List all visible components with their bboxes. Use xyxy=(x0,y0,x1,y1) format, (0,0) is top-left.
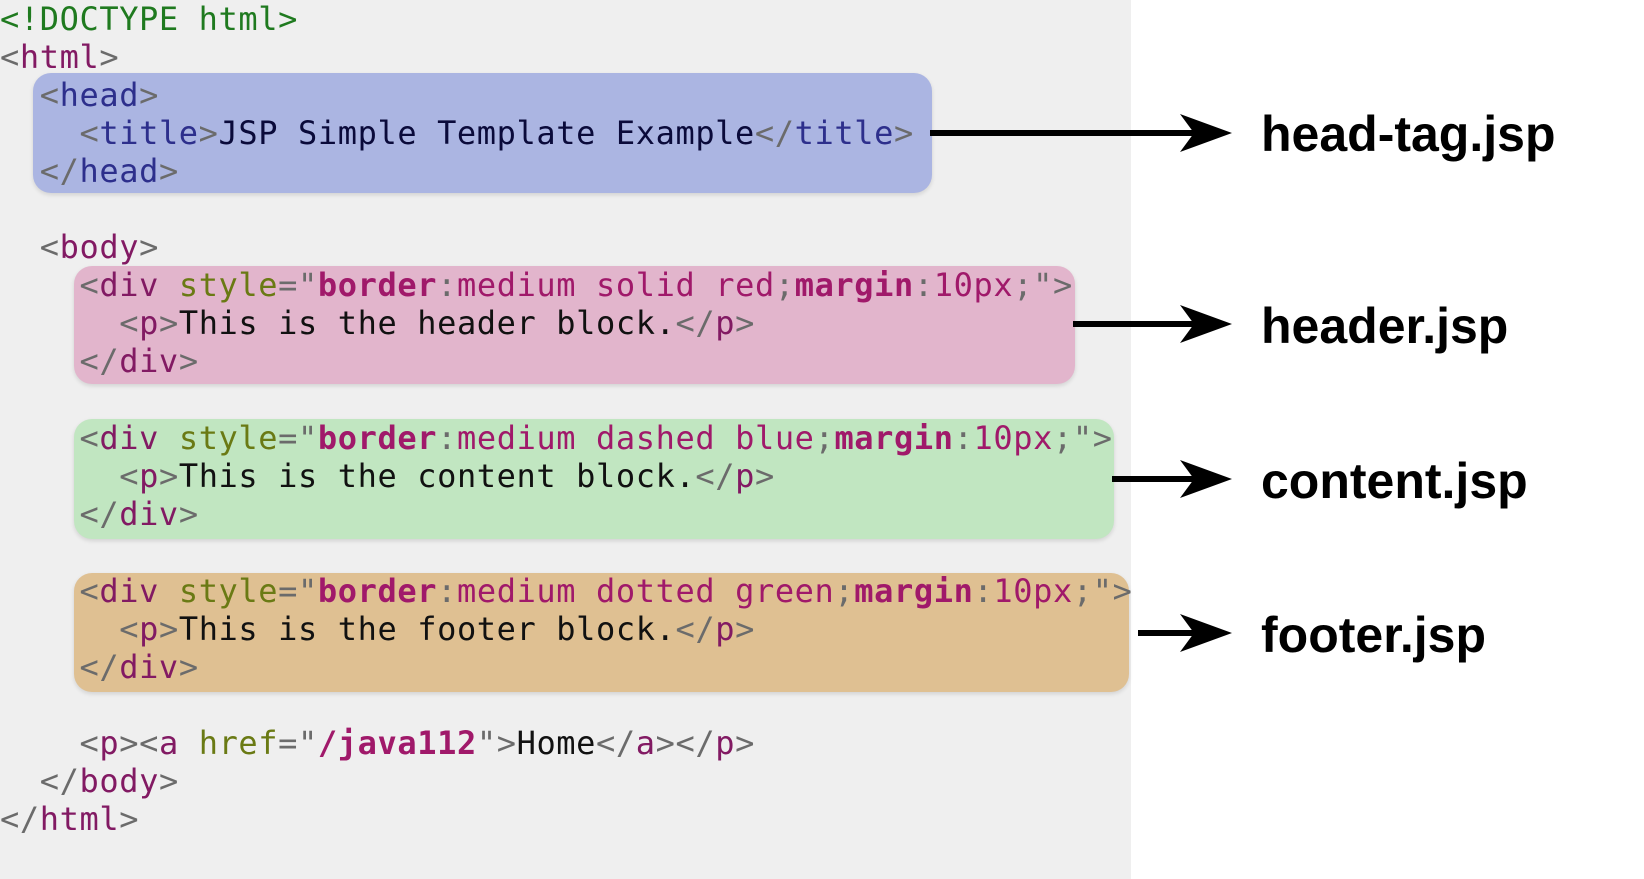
content-border-prop: border xyxy=(317,419,438,457)
header-margin-value: 10px xyxy=(933,266,1014,304)
arrow-content xyxy=(1112,460,1232,498)
content-p-tag-close: p xyxy=(735,457,755,495)
arrow-head-tag xyxy=(930,114,1232,152)
content-text: This is the content block. xyxy=(178,457,696,495)
home-a-tag-close: a xyxy=(635,724,656,762)
footer-text: This is the footer block. xyxy=(178,610,676,648)
footer-div-tag: div xyxy=(99,572,159,610)
content-margin-value: 10px xyxy=(973,419,1053,457)
code-line-header-div-open: <div style="border:medium solid red;marg… xyxy=(79,266,1073,304)
footer-margin-prop: margin xyxy=(854,572,974,610)
content-margin-prop: margin xyxy=(834,419,954,457)
head-tag: head xyxy=(59,76,140,114)
code-line-home-link: <p><a href="/java112">Home</a></p> xyxy=(79,724,756,762)
code-line-header-div-close: </div> xyxy=(79,342,199,380)
html-tag-close: html xyxy=(39,800,120,838)
code-line-head-open: <head> xyxy=(39,76,159,114)
header-style-attr: style xyxy=(178,266,279,304)
content-div-tag: div xyxy=(99,419,159,457)
title-tag-close: title xyxy=(794,114,894,152)
code-line-body-open: <body> xyxy=(39,228,159,266)
home-href-value: /java112 xyxy=(317,724,477,762)
footer-style-attr: style xyxy=(178,572,279,610)
body-tag: body xyxy=(59,228,140,266)
code-line-footer-p: <p>This is the footer block.</p> xyxy=(119,610,755,648)
home-link-text: Home xyxy=(516,724,597,762)
header-p-tag: p xyxy=(139,304,159,342)
footer-p-tag-close: p xyxy=(715,610,736,648)
code-line-header-p: <p>This is the header block.</p> xyxy=(119,304,755,342)
content-block-highlight xyxy=(74,419,1114,539)
home-href-attr: href xyxy=(198,724,279,762)
code-line-footer-div-close: </div> xyxy=(79,648,199,686)
content-border-value: medium dashed blue xyxy=(456,419,815,457)
code-panel: <!DOCTYPE html> <html> <head> <title>JSP… xyxy=(0,0,1133,879)
footer-border-prop: border xyxy=(317,572,438,610)
header-text: This is the header block. xyxy=(178,304,676,342)
home-p-tag: p xyxy=(99,724,120,762)
code-line-doctype: <!DOCTYPE html> xyxy=(0,0,298,38)
content-file-label: content.jsp xyxy=(1261,453,1528,509)
arrow-header xyxy=(1073,305,1232,343)
code-line-html-close: </html> xyxy=(0,800,140,838)
head-tag-file-label: head-tag.jsp xyxy=(1261,106,1556,162)
code-line-footer-div-open: <div style="border:medium dotted green;m… xyxy=(79,572,1133,610)
footer-margin-value: 10px xyxy=(993,572,1073,610)
arrow-footer xyxy=(1138,614,1232,652)
title-tag-open: title xyxy=(99,114,199,152)
header-border-value: medium solid red xyxy=(456,266,775,304)
code-line-content-div-close: </div> xyxy=(79,495,199,533)
code-line-head-close: </head> xyxy=(39,152,179,190)
header-file-label: header.jsp xyxy=(1261,298,1509,354)
footer-p-tag: p xyxy=(139,610,159,648)
code-line-content-p: <p>This is the content block.</p> xyxy=(119,457,775,495)
footer-border-value: medium dotted green xyxy=(456,572,835,610)
home-a-tag: a xyxy=(158,724,179,762)
content-p-tag: p xyxy=(139,457,159,495)
header-div-tag-close: div xyxy=(119,342,179,380)
header-border-prop: border xyxy=(317,266,438,304)
doctype-text: <!DOCTYPE html> xyxy=(0,0,298,38)
code-line-content-div-open: <div style="border:medium dashed blue;ma… xyxy=(79,419,1113,457)
title-text: JSP Simple Template Example xyxy=(218,114,755,152)
footer-block-highlight xyxy=(74,573,1129,692)
code-line-html-open: <html> xyxy=(0,38,120,76)
code-line-body-close: </body> xyxy=(39,762,179,800)
head-block-highlight xyxy=(33,73,932,193)
content-style-attr: style xyxy=(178,419,279,457)
header-block-highlight xyxy=(74,266,1075,384)
content-div-tag-close: div xyxy=(119,495,179,533)
header-margin-prop: margin xyxy=(794,266,914,304)
body-tag-close: body xyxy=(79,762,159,800)
footer-file-label: footer.jsp xyxy=(1261,607,1487,663)
header-div-tag: div xyxy=(99,266,159,304)
header-p-tag-close: p xyxy=(715,304,736,342)
code-line-title: <title>JSP Simple Template Example</titl… xyxy=(79,114,914,152)
home-p-tag-close: p xyxy=(715,724,736,762)
html-tag: html xyxy=(19,38,100,76)
head-tag-close: head xyxy=(79,152,159,190)
footer-div-tag-close: div xyxy=(119,648,179,686)
